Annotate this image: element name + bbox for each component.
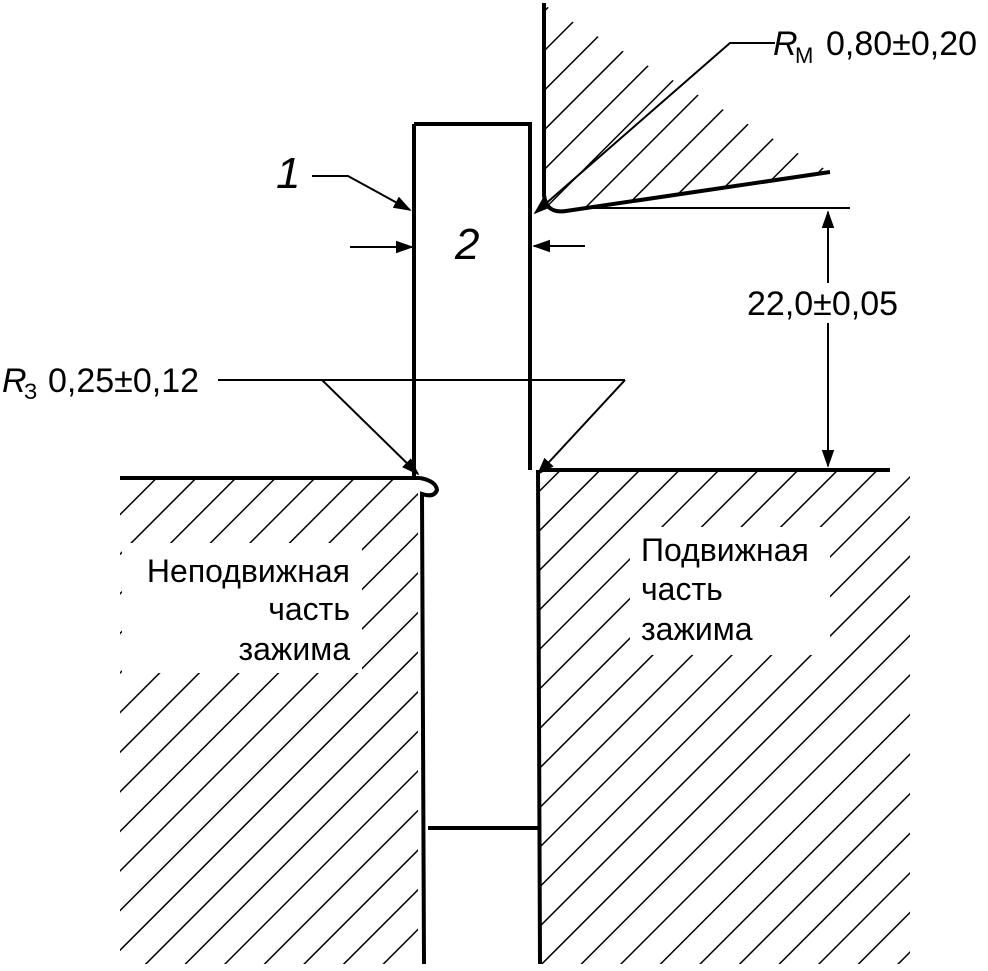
callout-2-label: 2 — [454, 220, 479, 269]
dimension-label-panel — [745, 283, 913, 323]
upper-tool-hatch — [544, 5, 830, 212]
radius-m-value: 0,80±0,20 — [826, 25, 977, 63]
radius-m-symbol: R — [773, 25, 798, 63]
fixed-jaw-inner-edge — [419, 476, 440, 965]
radius-z-leader-right — [536, 379, 626, 476]
fixed-jaw-label-line1: Неподвижная — [147, 553, 350, 589]
moving-jaw-inner-edge — [536, 469, 542, 965]
callout-1-leader — [312, 175, 412, 211]
specimen-outline — [412, 122, 532, 478]
dimension-height-label: 22,0±0,05 — [747, 285, 898, 323]
radius-m-subscript: М — [795, 43, 813, 68]
radius-z-leader-left — [321, 379, 420, 476]
fixed-jaw-label-line2: часть — [268, 591, 350, 627]
moving-jaw-label-panel — [630, 527, 830, 655]
radius-m-leader — [533, 42, 775, 215]
callout-1-label: 1 — [276, 149, 300, 198]
moving-jaw-label-line2: часть — [641, 571, 723, 607]
fixed-jaw-label-line3: зажима — [238, 631, 350, 667]
moving-jaw-label-line1: Подвижная — [641, 532, 809, 568]
fixed-jaw-label-panel — [122, 543, 362, 673]
moving-jaw-label-line3: зажима — [641, 611, 753, 647]
radius-z-subscript: З — [24, 379, 37, 404]
radius-z-value: 0,25±0,12 — [48, 362, 199, 400]
radius-z-symbol: R — [2, 362, 27, 400]
